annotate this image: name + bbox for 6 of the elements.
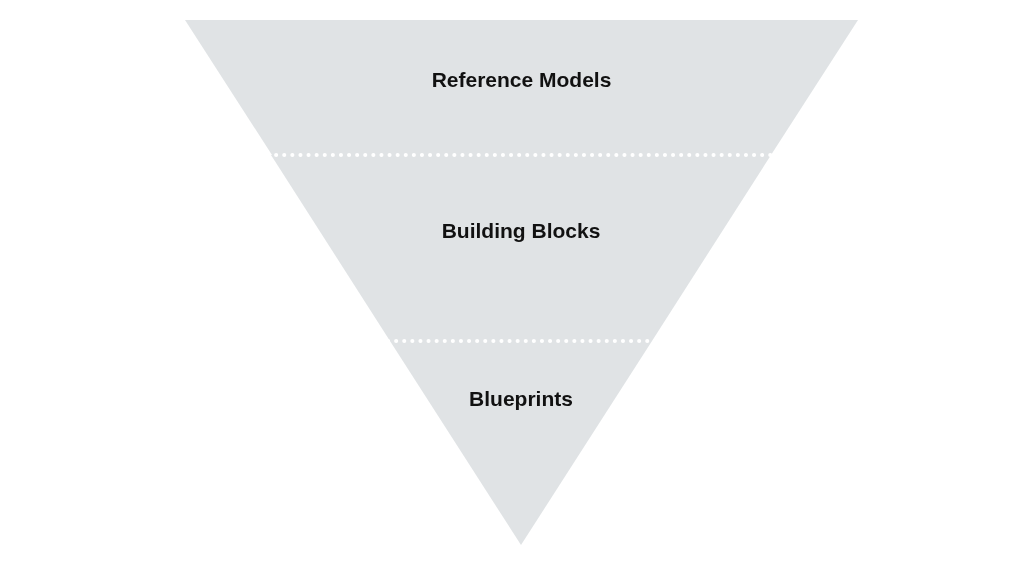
funnel-band xyxy=(185,20,858,155)
funnel-band xyxy=(390,341,652,545)
band-label: Blueprints xyxy=(469,387,573,411)
band-label: Reference Models xyxy=(431,68,612,92)
band-label: Building Blocks xyxy=(441,219,601,243)
funnel-band xyxy=(271,155,771,341)
